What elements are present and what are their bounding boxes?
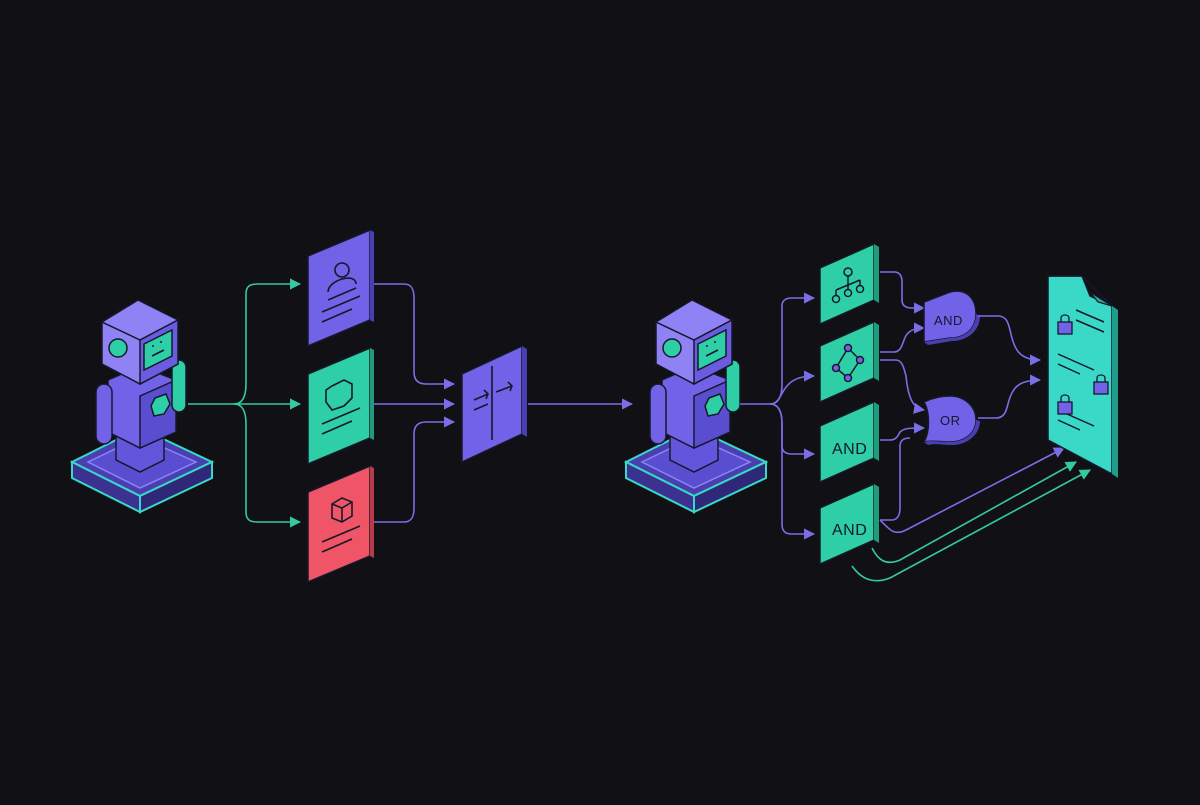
merge-block	[461, 344, 527, 464]
tile-and-2: AND	[819, 482, 879, 566]
tile-and-1-label: AND	[832, 441, 867, 458]
robot-icon	[623, 299, 769, 514]
hierarchy-icon	[831, 267, 865, 304]
shield-icon	[321, 379, 361, 435]
gate-and-label: AND	[934, 313, 963, 328]
card-cube	[307, 464, 374, 584]
lock-icon	[1093, 374, 1109, 395]
tile-and-2-label: AND	[832, 522, 867, 539]
locked-document-icon	[1047, 275, 1118, 478]
robot-icon	[69, 299, 215, 514]
network-graph-icon	[831, 343, 865, 383]
left-connectors	[188, 278, 456, 528]
gate-and: AND	[923, 290, 980, 345]
gate-or: OR	[922, 395, 980, 445]
gate-or-label: OR	[940, 413, 961, 428]
tile-network	[819, 320, 879, 404]
cube-icon	[321, 497, 361, 553]
lock-icon	[1057, 314, 1073, 335]
card-shield	[307, 346, 374, 466]
tile-hierarchy	[819, 242, 879, 326]
right-connectors	[740, 292, 816, 540]
doc-connectors	[879, 315, 1065, 534]
gate-connectors	[880, 271, 926, 521]
tile-and-1: AND	[819, 400, 879, 484]
lock-icon	[1057, 394, 1073, 415]
doc-connectors-teal	[851, 461, 1091, 582]
card-user	[307, 228, 374, 348]
merge-arrows-icon	[473, 366, 513, 440]
user-profile-icon	[321, 262, 361, 323]
